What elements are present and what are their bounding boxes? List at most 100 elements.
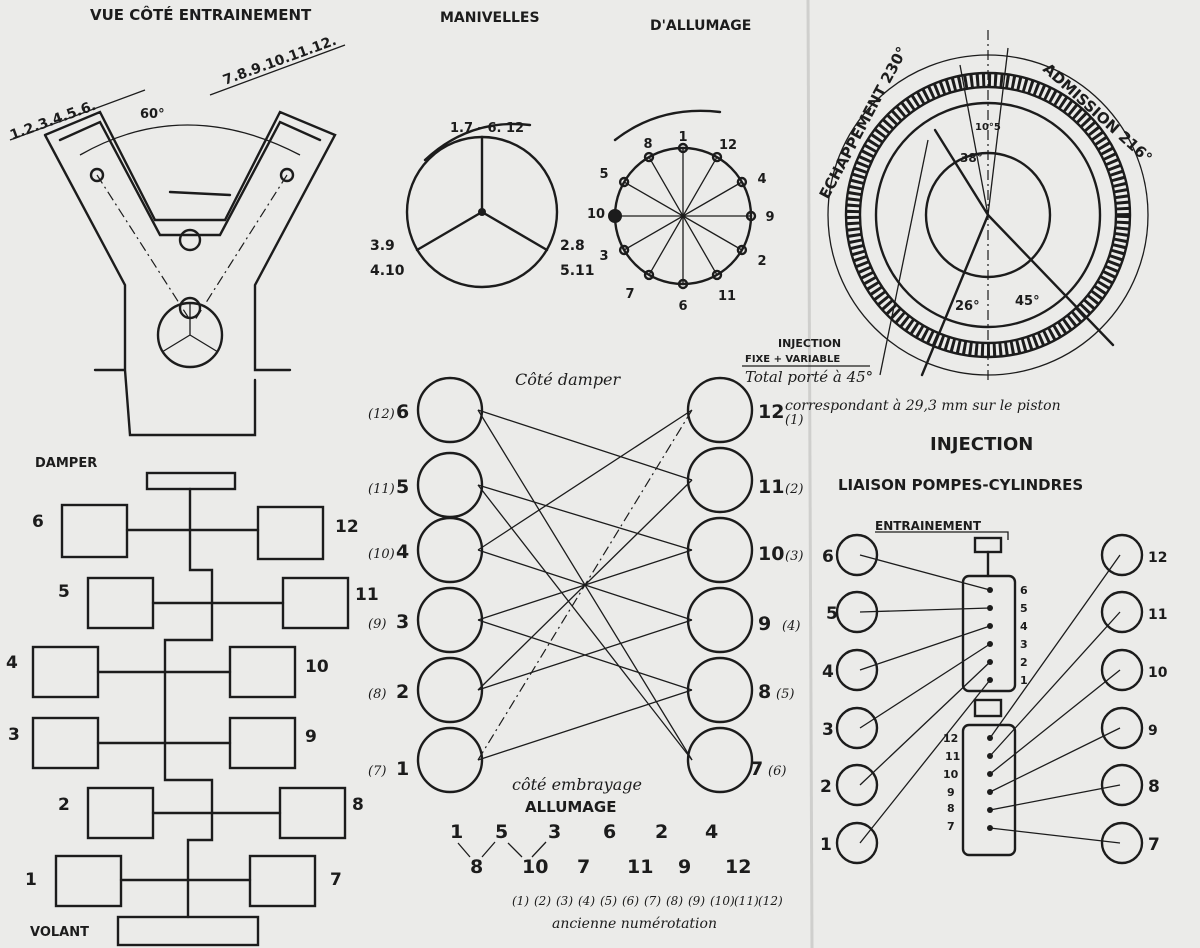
injection-lines: [835, 533, 1144, 865]
old-numbering: (2): [534, 894, 551, 908]
right-rod-line: [194, 174, 288, 321]
injector-cyl-label: 5: [826, 604, 838, 624]
old-numbering: (5): [600, 894, 617, 908]
vee-angle-label: 60°: [140, 107, 165, 122]
new-number-right: 8: [758, 681, 771, 703]
pump-outlet: [987, 677, 993, 683]
crank-center: [478, 208, 486, 216]
firing-point: [677, 278, 689, 290]
cylinder-box: [256, 505, 325, 561]
crank-throws: [161, 303, 219, 353]
new-number-left: 6: [396, 401, 409, 423]
crank-cyl-label: 3: [8, 725, 20, 745]
right-cylinder-circle: [686, 376, 754, 444]
injector-cyl-label: 11: [1148, 607, 1167, 623]
left-injection-pipe: [859, 607, 991, 613]
cylinder-box: [228, 716, 297, 770]
old-numbering: (4): [578, 894, 595, 908]
drive-coupling: [973, 536, 1003, 554]
firing-point: [711, 269, 723, 281]
old-number-left: (11): [368, 482, 395, 497]
crank-cyl-label: 4: [6, 653, 18, 673]
right-injector-circle: [1100, 706, 1144, 750]
cylinder-box: [60, 503, 129, 559]
firing-point-label: 3: [599, 249, 608, 264]
firing-point-label: 1: [678, 130, 687, 145]
injector-cyl-label: 1: [820, 835, 832, 855]
firing-order-title: ALLUMAGE: [525, 798, 616, 816]
firing-point: [736, 244, 748, 256]
engine-block-outline: [43, 110, 337, 437]
old-numbering: (1): [512, 894, 529, 908]
crank-cyl-label: 8: [352, 795, 364, 815]
cylinder-box: [228, 645, 297, 699]
vee-angle-arc: [79, 124, 301, 156]
pump-outlet: [987, 753, 993, 759]
old-number-right: (2): [785, 482, 803, 497]
pump-outlet-label: 1: [1020, 674, 1028, 687]
timing-note-1: Total porté à 45°: [745, 368, 873, 386]
crank-cyl-label: 9: [305, 727, 317, 747]
side-view-section: VUE CÔTÉ ENTRAINEMENT 1.2.3.4.5.6. 7.8.9…: [8, 5, 346, 437]
cylinder-box: [86, 576, 155, 630]
pump-outlet: [987, 623, 993, 629]
left-injector-circle: [835, 648, 879, 692]
pump-outlet-label: 7: [947, 820, 955, 833]
pump-outlet: [987, 771, 993, 777]
right-injection-pipe: [989, 827, 1121, 844]
cylinder-box: [54, 854, 123, 908]
crank-label-top: 1.7 - 6. 12: [450, 121, 524, 136]
connection-line: [477, 619, 693, 691]
pump-outlet-label: 3: [1020, 638, 1028, 651]
right-injection-pipe: [989, 669, 1121, 775]
firing-order-row1: 5: [495, 821, 508, 843]
left-injection-pipe: [859, 679, 991, 844]
pump-outlet-label: 2: [1020, 656, 1028, 669]
firing-spoke: [648, 156, 718, 276]
firing-point: [608, 209, 622, 223]
old-numbering-label: ancienne numérotation: [552, 916, 717, 932]
right-injection-pipe: [989, 611, 1121, 757]
right-cylinder-circle: [686, 516, 754, 584]
damper-side-label: Côté damper: [515, 370, 622, 389]
pump-outlet-label: 12: [943, 732, 958, 745]
crank-cyl-label: 1: [25, 870, 37, 890]
firing-order-row2: 10: [522, 856, 548, 878]
old-numbering: (7): [644, 894, 661, 908]
fold-line: [806, 0, 814, 948]
cylinder-box: [86, 786, 155, 840]
crank-label-3-9: 3.9: [370, 238, 395, 254]
new-number-left: 5: [396, 476, 409, 498]
left-injection-pipe: [859, 643, 991, 729]
old-number-left: (8): [368, 687, 386, 702]
old-numbering: (6): [622, 894, 639, 908]
leader-line: [9, 89, 146, 141]
old-numbering: (11): [734, 894, 759, 908]
rotation-arrow: [423, 122, 532, 162]
injection-sub-label: FIXE + VARIABLE: [745, 354, 840, 365]
old-numbering: (9): [688, 894, 705, 908]
valve-timing-section: ECHAPPEMENT 230° ADMISSION 216° 10°5 38°…: [742, 30, 1156, 414]
ring-edge: [858, 85, 1118, 345]
admission-close-line: [986, 213, 1115, 347]
damper-rect: [145, 471, 237, 491]
old-numbering: (12): [758, 894, 783, 908]
firing-order-row2: 7: [577, 856, 590, 878]
firing-order-row1: 2: [655, 821, 668, 843]
crank-cyl-label: 6: [32, 512, 44, 532]
firing-point-label: 8: [643, 137, 652, 152]
angle-line: [987, 47, 1009, 216]
leader-line: [209, 44, 346, 96]
left-injector-circle: [835, 821, 879, 865]
connection-line: [477, 409, 693, 481]
firing-point: [643, 269, 655, 281]
old-number-left: (9): [368, 617, 386, 632]
old-numbering: (10): [710, 894, 735, 908]
firing-point: [745, 210, 757, 222]
right-cylinder-circle: [686, 586, 754, 654]
new-number-right: 7: [750, 758, 763, 780]
pump-coupling: [973, 698, 1003, 718]
old-number-left: (10): [368, 547, 395, 562]
firing-order-row1: 3: [548, 821, 561, 843]
